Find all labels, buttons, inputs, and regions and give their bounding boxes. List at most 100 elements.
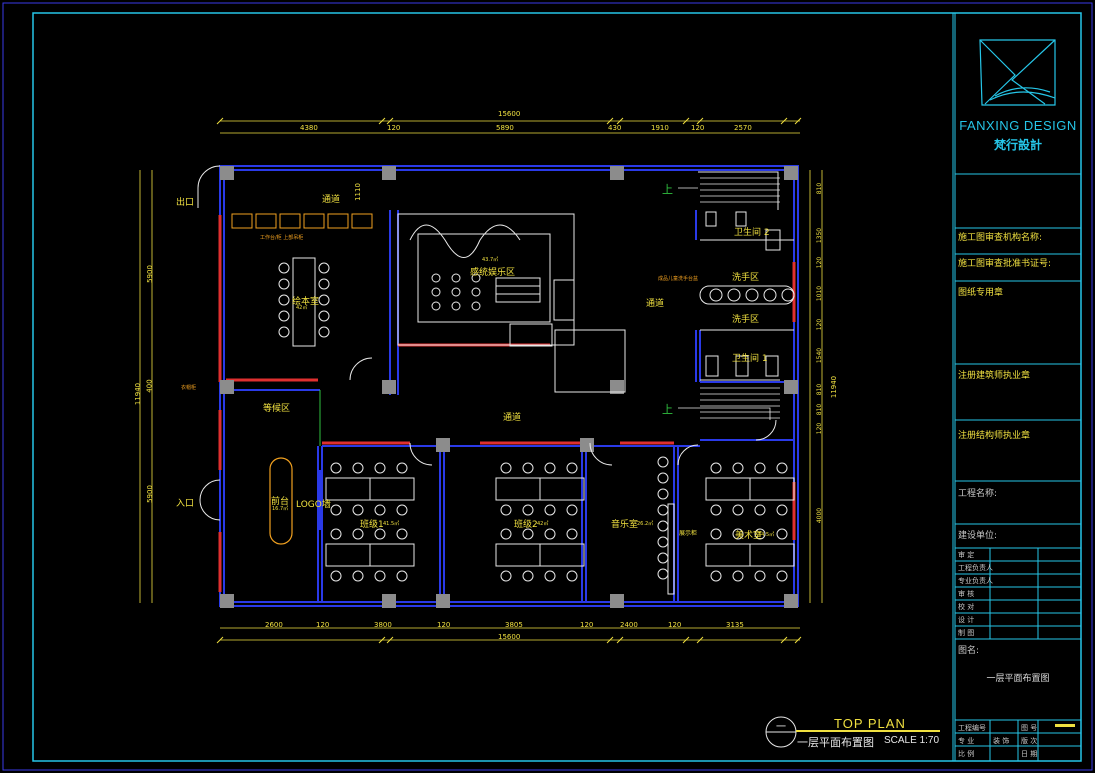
dim-left-2: 5900 xyxy=(145,485,154,503)
label-class2-sqm: 42㎡ xyxy=(537,521,549,527)
label-music: 音乐室 xyxy=(611,520,639,530)
shelf xyxy=(231,213,253,229)
dim-bottom-3: 120 xyxy=(437,621,451,629)
dim-left-1: 400 xyxy=(145,379,154,393)
dim-right-9: 4000 xyxy=(816,507,824,524)
chair xyxy=(776,570,788,582)
chair xyxy=(732,528,744,540)
chair xyxy=(318,294,330,306)
dim-right-3: 1010 xyxy=(816,285,824,302)
sink xyxy=(781,288,795,302)
plan-title-number: 一 xyxy=(776,722,786,733)
chair xyxy=(500,570,512,582)
tb-field-stamp: 图纸专用章 xyxy=(958,288,1004,298)
dim-top-5: 120 xyxy=(691,124,705,132)
dim-tick xyxy=(780,636,788,644)
play-area-structure xyxy=(397,171,780,393)
chair xyxy=(566,504,578,516)
chair xyxy=(754,570,766,582)
chair xyxy=(566,570,578,582)
dim-left-total: 11940 xyxy=(134,382,143,406)
chair xyxy=(374,504,386,516)
dim-bottom-7: 120 xyxy=(668,621,682,629)
stair-arrows xyxy=(678,187,771,420)
chair xyxy=(657,504,669,516)
brand-logo xyxy=(979,39,1056,106)
dim-tick xyxy=(606,117,614,125)
tb-sheet-no-label: 图 号 xyxy=(1021,724,1038,732)
brand-name: FANXING DESIGN xyxy=(959,118,1077,133)
chair xyxy=(374,570,386,582)
label-logo-wall: LOGO墙 xyxy=(296,500,331,510)
chair xyxy=(522,570,534,582)
column xyxy=(382,166,396,180)
dim-right-4: 120 xyxy=(816,318,824,331)
chair xyxy=(278,294,290,306)
chair xyxy=(374,528,386,540)
dim-bottom-0: 2600 xyxy=(265,621,283,629)
column xyxy=(784,594,798,608)
chair xyxy=(732,462,744,474)
column xyxy=(610,594,624,608)
tb-role-3: 审 核 xyxy=(958,590,975,598)
dim-bottom-1: 120 xyxy=(316,621,330,629)
play-dot xyxy=(471,287,481,297)
chair xyxy=(396,528,408,540)
play-dot xyxy=(471,273,481,283)
chair xyxy=(522,504,534,516)
chair xyxy=(776,528,788,540)
chair xyxy=(318,326,330,338)
column xyxy=(580,438,594,452)
shelf xyxy=(279,213,301,229)
sinks xyxy=(709,288,795,302)
dim-right-total: 11940 xyxy=(830,375,839,399)
dim-tick xyxy=(794,636,802,644)
tb-field-architect: 注册建筑师执业章 xyxy=(958,371,1031,381)
column xyxy=(220,380,234,394)
dim-tick xyxy=(216,636,224,644)
column xyxy=(436,438,450,452)
label-class1-sqm: 41.5㎡ xyxy=(383,521,400,527)
dim-tick xyxy=(386,117,394,125)
dim-right-7: 810 xyxy=(816,403,824,416)
chair xyxy=(657,536,669,548)
tb-role-5: 设 计 xyxy=(958,616,975,624)
tb-field-project: 工程名称: xyxy=(958,489,998,499)
chair xyxy=(754,462,766,474)
play-dot xyxy=(451,287,461,297)
dim-tick xyxy=(616,117,624,125)
sink xyxy=(763,288,777,302)
label-class2: 班级2 xyxy=(514,520,538,530)
plan-title-cn: 一层平面布置图 xyxy=(797,736,874,749)
plan-scale: SCALE 1:70 xyxy=(884,735,940,746)
chair xyxy=(278,326,290,338)
chair xyxy=(374,462,386,474)
tb-field-client: 建设单位: xyxy=(958,531,998,541)
chair xyxy=(396,462,408,474)
dim-right-8: 120 xyxy=(816,422,824,435)
label-toilet2: 卫生间 2 xyxy=(734,228,770,238)
label-music-sqm: 26.2㎡ xyxy=(637,521,654,527)
column xyxy=(436,594,450,608)
label-toilet1: 卫生间 1 xyxy=(732,354,768,364)
dimension-ticks xyxy=(216,117,802,644)
chair xyxy=(330,462,342,474)
dimension-lines xyxy=(139,120,823,641)
tb-discipline-label: 专 业 xyxy=(958,737,975,745)
dim-tick xyxy=(696,117,704,125)
dim-left-0: 5900 xyxy=(145,265,154,283)
note-cabinet: 衣帽柜 xyxy=(181,385,197,391)
dim-tick xyxy=(378,636,386,644)
shelf xyxy=(327,213,349,229)
dim-tick xyxy=(606,636,614,644)
plan-title-mark xyxy=(765,716,940,748)
dim-bottom-2: 3800 xyxy=(374,621,392,629)
dim-top-6: 2570 xyxy=(734,124,752,132)
furniture xyxy=(231,213,795,595)
chair xyxy=(278,310,290,322)
label-play-area: 感统娱乐区 xyxy=(470,268,516,278)
column xyxy=(220,594,234,608)
chair xyxy=(500,504,512,516)
label-class1: 班级1 xyxy=(360,520,384,530)
